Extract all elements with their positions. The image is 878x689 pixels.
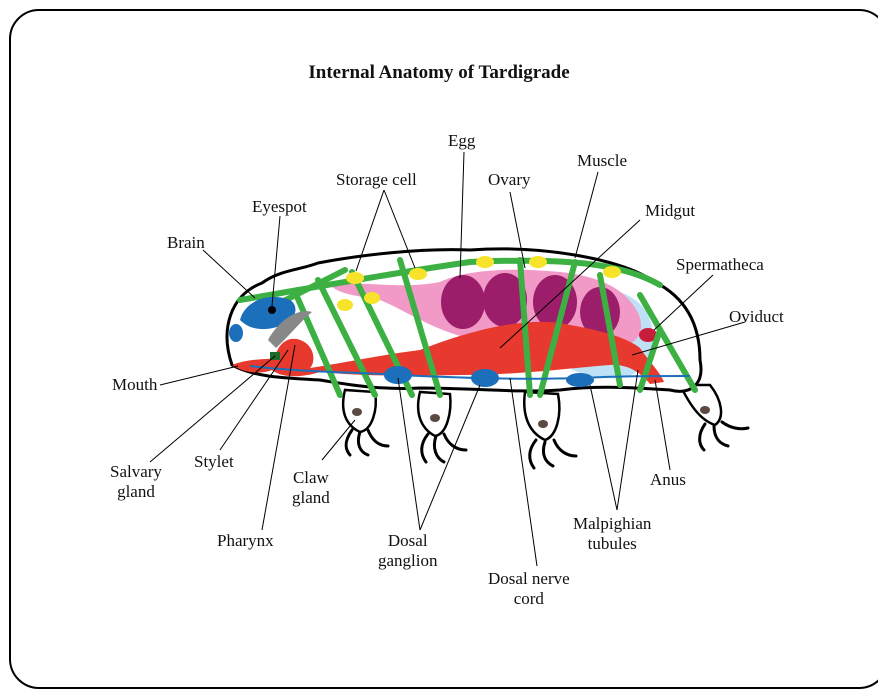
label-malpighian-tubules: Malpighian tubules xyxy=(573,514,651,554)
label-mouth: Mouth xyxy=(112,375,157,395)
label-storage-cell: Storage cell xyxy=(336,170,417,190)
leg-2 xyxy=(418,392,450,436)
claw-gland-4 xyxy=(700,406,710,414)
label-oviduct: Oviduct xyxy=(729,307,784,327)
label-claw-gland-line1: Claw xyxy=(292,468,330,488)
label-dosal-ganglion-line1: Dosal xyxy=(378,531,438,551)
claw-gland-1 xyxy=(352,408,362,416)
tardigrade-illustration xyxy=(0,0,878,661)
label-pharynx: Pharynx xyxy=(217,531,274,551)
label-ovary: Ovary xyxy=(488,170,530,190)
label-claw-gland-line2: gland xyxy=(292,488,330,508)
label-malpighian-tubules-line2: tubules xyxy=(573,534,651,554)
label-egg: Egg xyxy=(448,131,475,151)
label-midgut: Midgut xyxy=(645,201,695,221)
leg-3 xyxy=(524,392,559,440)
label-spermatheca: Spermatheca xyxy=(676,255,764,275)
label-dosal-nerve-cord-line1: Dosal nerve xyxy=(488,569,570,589)
claw-4 xyxy=(700,422,748,450)
claw-gland-2 xyxy=(430,414,440,422)
claw-1 xyxy=(346,430,388,455)
label-malpighian-tubules-line1: Malpighian xyxy=(573,514,651,534)
label-anus: Anus xyxy=(650,470,686,490)
label-salvary-gland-line1: Salvary xyxy=(110,462,162,482)
label-eyespot: Eyespot xyxy=(252,197,307,217)
claw-3 xyxy=(530,440,576,468)
label-dosal-nerve-cord: Dosal nerve cord xyxy=(488,569,570,609)
egg-1 xyxy=(441,275,485,329)
label-stylet: Stylet xyxy=(194,452,234,472)
claw-gland-3 xyxy=(538,420,548,428)
label-claw-gland: Claw gland xyxy=(292,468,330,508)
label-dosal-nerve-cord-line2: cord xyxy=(488,589,570,609)
label-dosal-ganglion-line2: ganglion xyxy=(378,551,438,571)
label-dosal-ganglion: Dosal ganglion xyxy=(378,531,438,571)
label-salvary-gland-line2: gland xyxy=(110,482,162,502)
label-brain: Brain xyxy=(167,233,205,253)
eyespot xyxy=(268,306,276,314)
label-salvary-gland: Salvary gland xyxy=(110,462,162,502)
label-muscle: Muscle xyxy=(577,151,627,171)
claw-2 xyxy=(422,434,466,462)
